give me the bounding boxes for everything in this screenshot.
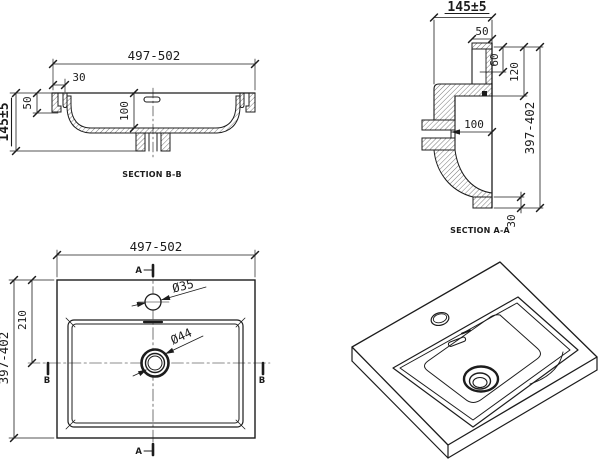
plan-dim-faucet-hole: Ø35 (171, 277, 195, 296)
aa-dim-total-depth: 397-402 (522, 102, 537, 155)
iso-basin-rim-inner (399, 302, 571, 421)
aa-lug-top (421, 119, 456, 131)
aa-rim-bar (471, 42, 493, 50)
bb-dim-width: 497-502 (128, 48, 181, 63)
plan-marker-a-bottom: A (135, 447, 142, 457)
iso-overflow-slot (447, 336, 467, 347)
iso-drain-mid (468, 372, 492, 390)
plan-marker-b-left: B (44, 376, 50, 386)
bb-dim-rim-height: 50 (21, 96, 34, 109)
bb-dim-edge-offset: 30 (72, 71, 85, 84)
isometric-view (351, 261, 598, 459)
bb-bowl-shell (66, 95, 241, 134)
iso-drain-inner (472, 376, 488, 389)
bb-dim-basin-depth: 100 (118, 101, 131, 121)
aa-overflow-outlet (482, 91, 487, 96)
bb-dim-total-height: 145±5 (0, 102, 12, 141)
aa-dim-deck: 120 (508, 62, 521, 82)
bb-drain-right (160, 132, 171, 152)
section-bb-label: SECTION B-B (122, 170, 182, 179)
bb-right-lip (239, 92, 245, 109)
section-aa-label: SECTION A-A (450, 226, 510, 235)
aa-bottom-flange (472, 196, 493, 209)
aa-dim-flange: 30 (505, 214, 518, 227)
aa-dim-channel: 60 (488, 53, 501, 66)
plan-dim-drain-offset: 210 (16, 310, 29, 330)
bb-drain-left (135, 132, 146, 152)
plan-drain-mid (144, 352, 166, 374)
iso-bottom-left-edge (351, 360, 449, 459)
section-bb-view: 497-502 30 50 145±5 100 (0, 48, 260, 179)
bb-left-lip (62, 92, 68, 109)
iso-basin-rim-outer (392, 296, 579, 428)
plan-basin-rim-outer (67, 319, 244, 428)
iso-overflow-tick (461, 329, 471, 335)
bb-left-wall (51, 92, 62, 113)
aa-lug-bottom (421, 137, 456, 151)
plan-dim-width: 497-502 (130, 239, 183, 254)
plan-marker-a-top: A (135, 266, 142, 276)
plan-dim-total-depth: 397-402 (0, 332, 11, 385)
iso-bottom-right-edge (447, 369, 598, 459)
iso-drain-outer (462, 365, 500, 393)
plan-basin-rim-inner (71, 323, 240, 424)
aa-dim-total-height: 145±5 (447, 0, 486, 15)
plan-marker-b-right: B (259, 376, 265, 386)
iso-wall-curve (529, 351, 564, 385)
aa-shell-curve (433, 149, 493, 198)
iso-faucet-hole-inner (432, 313, 448, 324)
plan-view: 497-502 397-402 210 Ø35 (0, 239, 271, 457)
bb-overflow-slot (143, 96, 161, 103)
bb-right-wall (245, 92, 256, 113)
aa-dim-rim: 50 (475, 25, 488, 38)
aa-dim-basin: 100 (464, 118, 484, 131)
section-aa-view: 145±5 50 60 120 (421, 0, 545, 235)
iso-basin-floor (424, 314, 541, 403)
iso-faucet-hole (430, 311, 450, 327)
plan-drain-inner (147, 355, 163, 371)
